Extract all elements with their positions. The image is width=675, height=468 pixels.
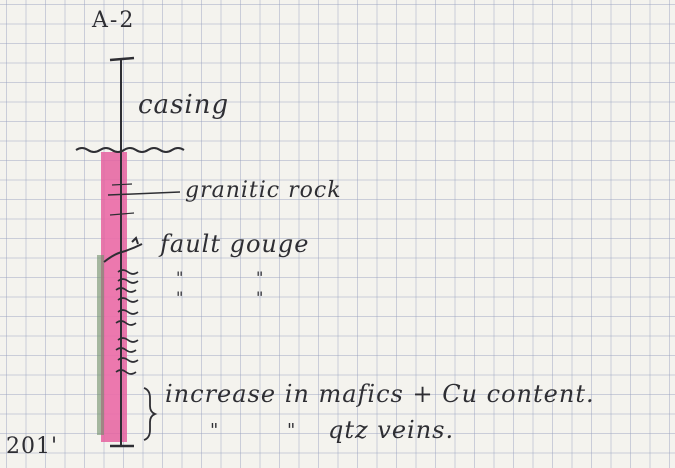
- ditto-mark: ": [210, 420, 220, 441]
- qtz-veins-label: qtz veins.: [328, 416, 455, 444]
- mafics-label: increase in mafics + Cu content.: [165, 380, 595, 408]
- granite-tick-1: [111, 183, 133, 186]
- ditto-mark: ": [256, 288, 268, 307]
- mafics-interval-bracket: [143, 387, 158, 441]
- fault-gouge-label: fault gouge: [160, 230, 310, 258]
- fault-gouge-mark: [103, 236, 143, 263]
- mafic-zone-band: [97, 255, 104, 435]
- granitic-rock-leader: [107, 191, 181, 196]
- ditto-mark: ": [176, 288, 188, 307]
- ditto-mark: ": [287, 420, 297, 441]
- casing-base-line: [75, 147, 185, 153]
- granitic-rock-column-highlight: [105, 180, 121, 420]
- casing-label: casing: [138, 90, 230, 120]
- granite-tick-2: [109, 212, 135, 216]
- ditto-mark: ": [256, 268, 268, 287]
- ditto-mark: ": [176, 268, 188, 287]
- granitic-rock-label: granitic rock: [185, 178, 342, 203]
- collar-tick: [109, 56, 135, 62]
- drill-hole-id: A-2: [92, 8, 136, 33]
- total-depth-label: 201': [6, 434, 59, 459]
- qtz-vein-hatching: [115, 269, 139, 375]
